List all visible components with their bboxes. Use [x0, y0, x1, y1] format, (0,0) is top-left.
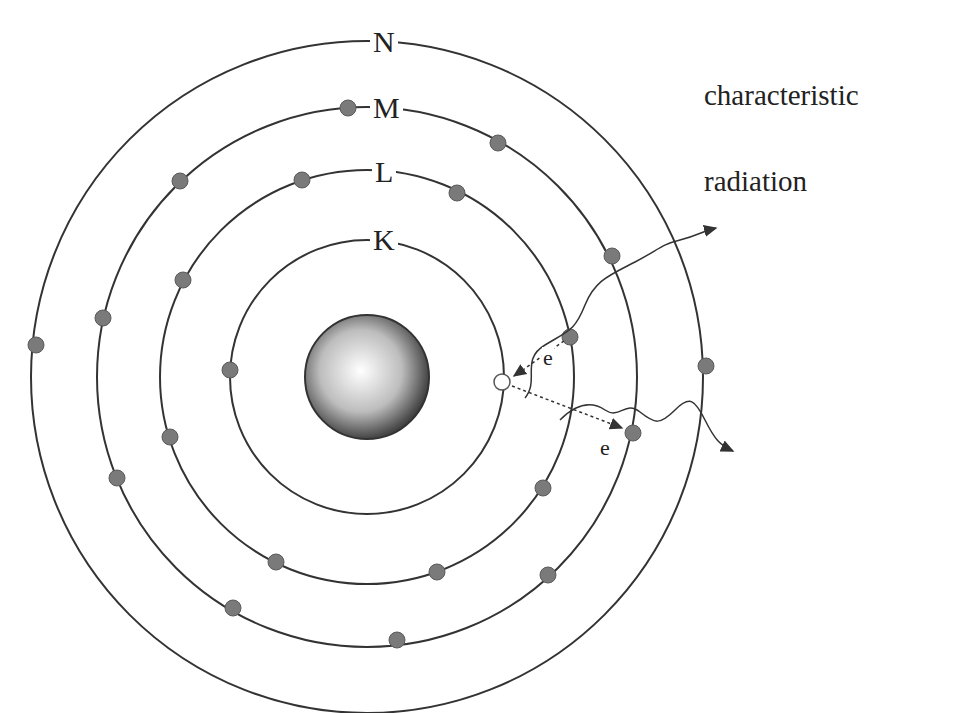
- shell-label: K: [370, 225, 398, 255]
- electron-label: e: [599, 437, 611, 459]
- annotation-text: characteristic radiation: [704, 52, 949, 224]
- shell-label: N: [370, 27, 398, 57]
- shell-label: M: [370, 93, 403, 123]
- electron-label: e: [542, 347, 554, 369]
- shell-label: L: [372, 157, 396, 187]
